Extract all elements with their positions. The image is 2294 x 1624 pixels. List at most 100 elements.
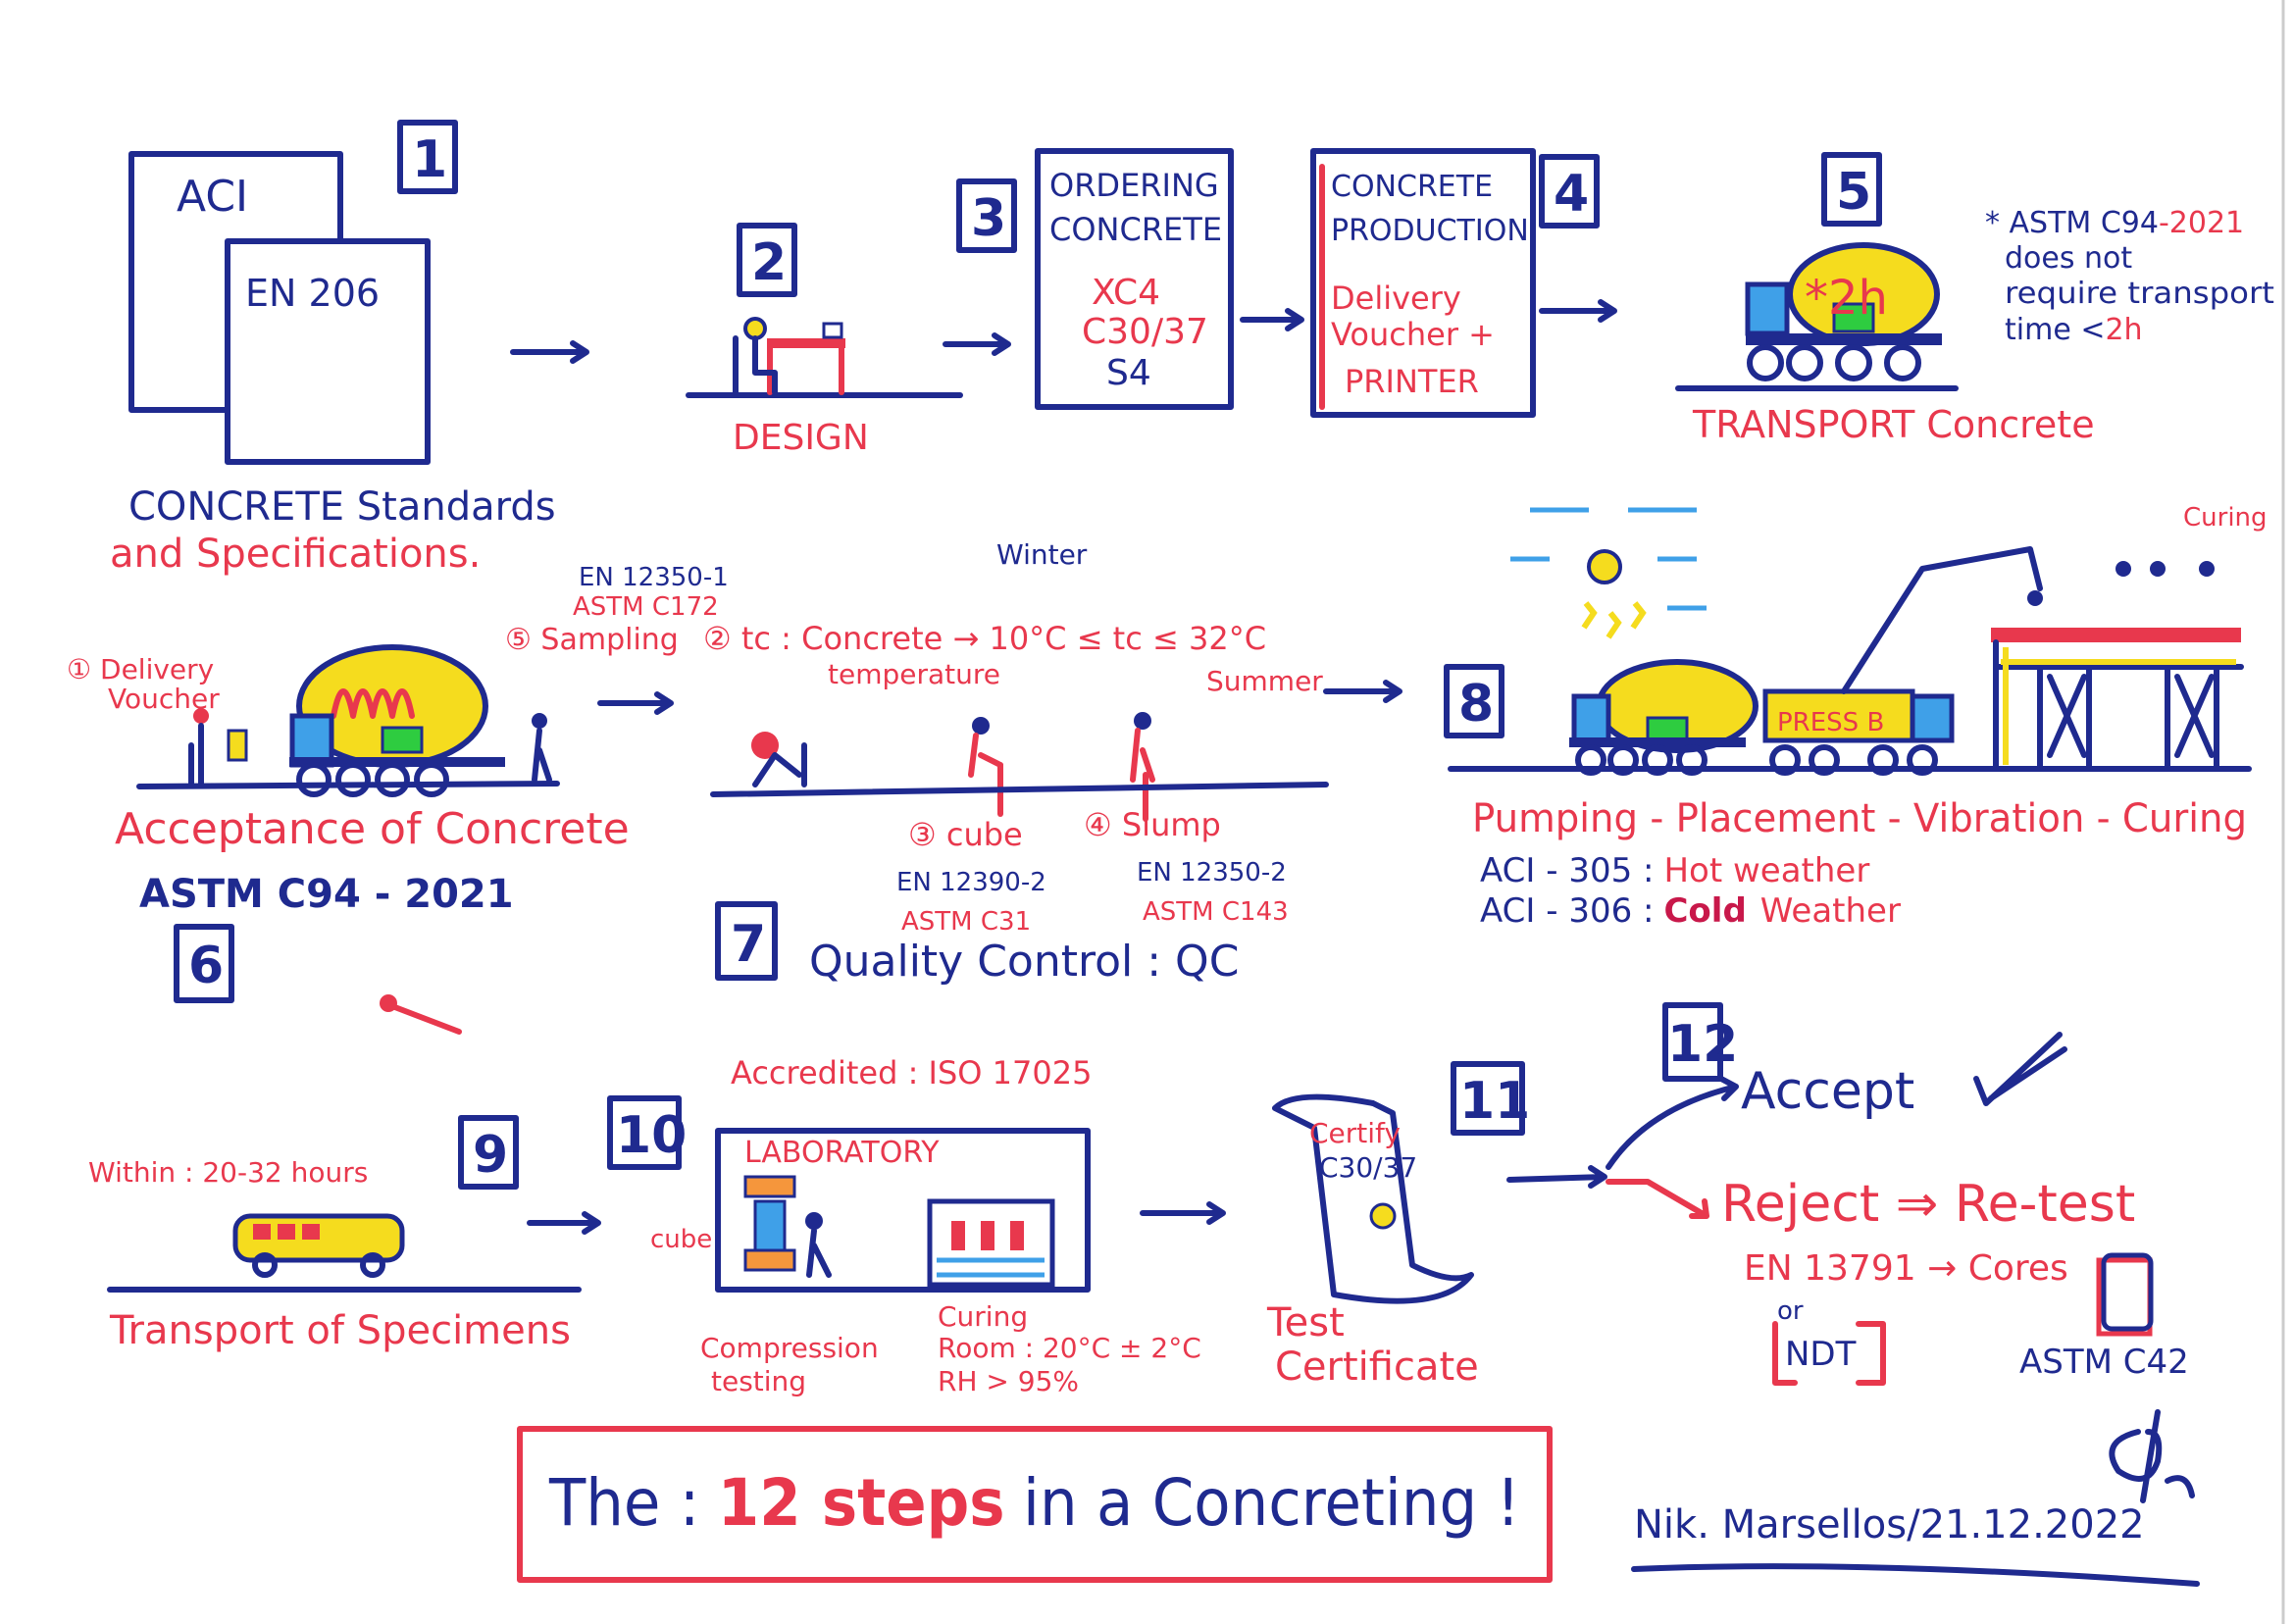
- title-highlight: 12 steps: [718, 1465, 1005, 1541]
- hot-weather: Hot weather: [1663, 851, 1869, 890]
- step-title: CONCRETE Standards: [128, 484, 556, 530]
- svg-text:time <2h: time <2h: [2005, 313, 2143, 347]
- standard-label: ASTM C31: [901, 907, 1031, 937]
- signature-icon: [2109, 1409, 2195, 1503]
- arrow-icon: [943, 332, 1011, 356]
- transport-time-label: *2h: [1805, 271, 1888, 326]
- arrow-icon: [597, 691, 674, 715]
- step-title: Test: [1266, 1300, 1345, 1345]
- standard-label: EN 12390-2: [896, 868, 1046, 897]
- step-number: 4: [1554, 165, 1589, 224]
- workers-testing-icon: [751, 712, 1155, 822]
- production-line: PRINTER: [1345, 363, 1479, 400]
- person-icon: [532, 713, 552, 783]
- production-line: Voucher +: [1331, 316, 1495, 353]
- time-window: Within : 20-32 hours: [88, 1156, 368, 1189]
- aci-306: ACI - 306 :: [1480, 891, 1654, 931]
- ndt-bracket: [1772, 1321, 1886, 1386]
- en206-document-icon: [225, 238, 431, 465]
- weather-word: Weather: [1760, 891, 1901, 931]
- title-banner: The :12 stepsin a Concreting !: [517, 1426, 1553, 1583]
- cold-word: Cold: [1663, 891, 1746, 931]
- step-number: 3: [971, 189, 1006, 248]
- cube-label: cube: [650, 1225, 712, 1254]
- note-limit: 2h: [2105, 313, 2142, 347]
- arrow-icon: [1506, 1165, 1607, 1189]
- step-number: 1: [412, 130, 447, 189]
- compression-machine-icon: [743, 1175, 832, 1278]
- step-number: 8: [1458, 675, 1494, 734]
- step-label: TRANSPORT Concrete: [1692, 403, 2095, 446]
- order-line: ORDERING: [1049, 167, 1219, 204]
- arrow-icon: [527, 1211, 601, 1235]
- step-10-laboratory: 10 Accredited : ISO 17025 LABORATORY cub…: [607, 1054, 1201, 1397]
- exposure-class: XC4: [1092, 273, 1160, 313]
- building-icon: [1991, 561, 2244, 772]
- temperature-label: temperature: [828, 658, 1000, 690]
- production-line: Delivery: [1331, 279, 1461, 317]
- step-standard: ASTM C94 - 2021: [139, 872, 514, 917]
- step-number: 2: [751, 233, 787, 292]
- arrow-icon: [1240, 308, 1304, 331]
- en-13791-label: EN 13791 → Cores: [1744, 1248, 2068, 1289]
- doc-aci-label: ACI: [177, 172, 248, 222]
- pump-truck-icon: [1762, 546, 2043, 776]
- mixer-truck-icon: [1569, 659, 1759, 776]
- step-title: Certificate: [1275, 1345, 1479, 1390]
- svg-text:* ASTM C94-2021: * ASTM C94-2021: [1985, 206, 2244, 240]
- step-9-transport-specimens: Within : 20-32 hours 9 Transport of Spec…: [88, 1115, 582, 1353]
- production-line: PRODUCTION: [1331, 214, 1529, 248]
- cube-label: ③ cube: [908, 816, 1023, 853]
- mixer-truck-icon: [1745, 242, 1942, 381]
- step-title: Pumping - Placement - Vibration - Curing: [1472, 796, 2247, 841]
- astm-c42-label: ASTM C42: [2019, 1343, 2189, 1382]
- step-number: 7: [731, 915, 766, 974]
- svg-text:ACI - 305 :Hot weather: ACI - 305 :Hot weather: [1480, 851, 1869, 890]
- step-title: Transport of Specimens: [109, 1308, 571, 1353]
- slump-class: S4: [1106, 353, 1151, 393]
- step-number: 9: [473, 1126, 508, 1185]
- step-3-ordering: 3 ORDERING CONCRETE XC4 C30/37 S4: [956, 148, 1234, 410]
- order-line: CONCRETE: [1049, 211, 1222, 248]
- seal-icon: [1369, 1202, 1397, 1230]
- sun-icon: [1510, 507, 1707, 639]
- curing-label: Room : 20°C ± 2°C: [938, 1332, 1201, 1364]
- reject-arrow-icon: [1606, 1179, 1709, 1219]
- step-12-decision: 12 Accept Reject ⇒ Re-test EN 13791 → Co…: [1606, 1002, 2189, 1386]
- arrow-icon: [510, 340, 589, 364]
- delivery-label: ① Delivery: [67, 653, 214, 685]
- certify-label: Certify: [1309, 1117, 1401, 1149]
- svg-text:The :12 stepsin a Concreting !: The :12 stepsin a Concreting !: [548, 1465, 1520, 1541]
- compression-label: Compression: [700, 1332, 879, 1364]
- title-suffix: in a Concreting !: [1023, 1465, 1520, 1541]
- step-number: 5: [1836, 163, 1871, 222]
- step-8-placement: 8 PRESS B Curing Pumping - Placement - V…: [1444, 503, 2268, 931]
- reject-label: Reject ⇒ Re-test: [1721, 1175, 2135, 1234]
- or-label: or: [1777, 1296, 1804, 1326]
- scroll-certificate-icon: [1272, 1093, 1474, 1304]
- designer-at-desk-icon: [733, 317, 845, 395]
- checkmark-icon: [1973, 1032, 2067, 1106]
- note-text: * ASTM C94: [1985, 206, 2159, 240]
- curing-room-icon: [927, 1198, 1055, 1288]
- note-text: time <: [2005, 313, 2105, 347]
- aci-305: ACI - 305 :: [1480, 851, 1654, 890]
- step-5-transport: 5 *2h TRANSPORT Concrete * ASTM C94-2021…: [1675, 152, 2274, 446]
- step-7-quality-control: Winter ② tc : Concrete → 10°C ≤ tc ≤ 32°…: [703, 538, 1329, 987]
- arrow-icon: [1323, 680, 1402, 703]
- summer-label: Summer: [1206, 665, 1323, 697]
- step-number: 12: [1667, 1015, 1738, 1074]
- compression-label: testing: [711, 1365, 806, 1397]
- winter-label: Winter: [996, 538, 1088, 571]
- curing-label: Curing: [938, 1300, 1028, 1333]
- step-number-box: [397, 120, 458, 194]
- step-subtitle: and Specifications.: [110, 532, 481, 577]
- car-icon: [232, 1213, 405, 1278]
- accept-arrow-icon: [1606, 1076, 1739, 1170]
- note-year: -2021: [2159, 206, 2244, 240]
- pump-label: PRESS B: [1777, 708, 1884, 737]
- arrow-icon: [1539, 299, 1617, 323]
- doc-en206-label: EN 206: [245, 272, 380, 315]
